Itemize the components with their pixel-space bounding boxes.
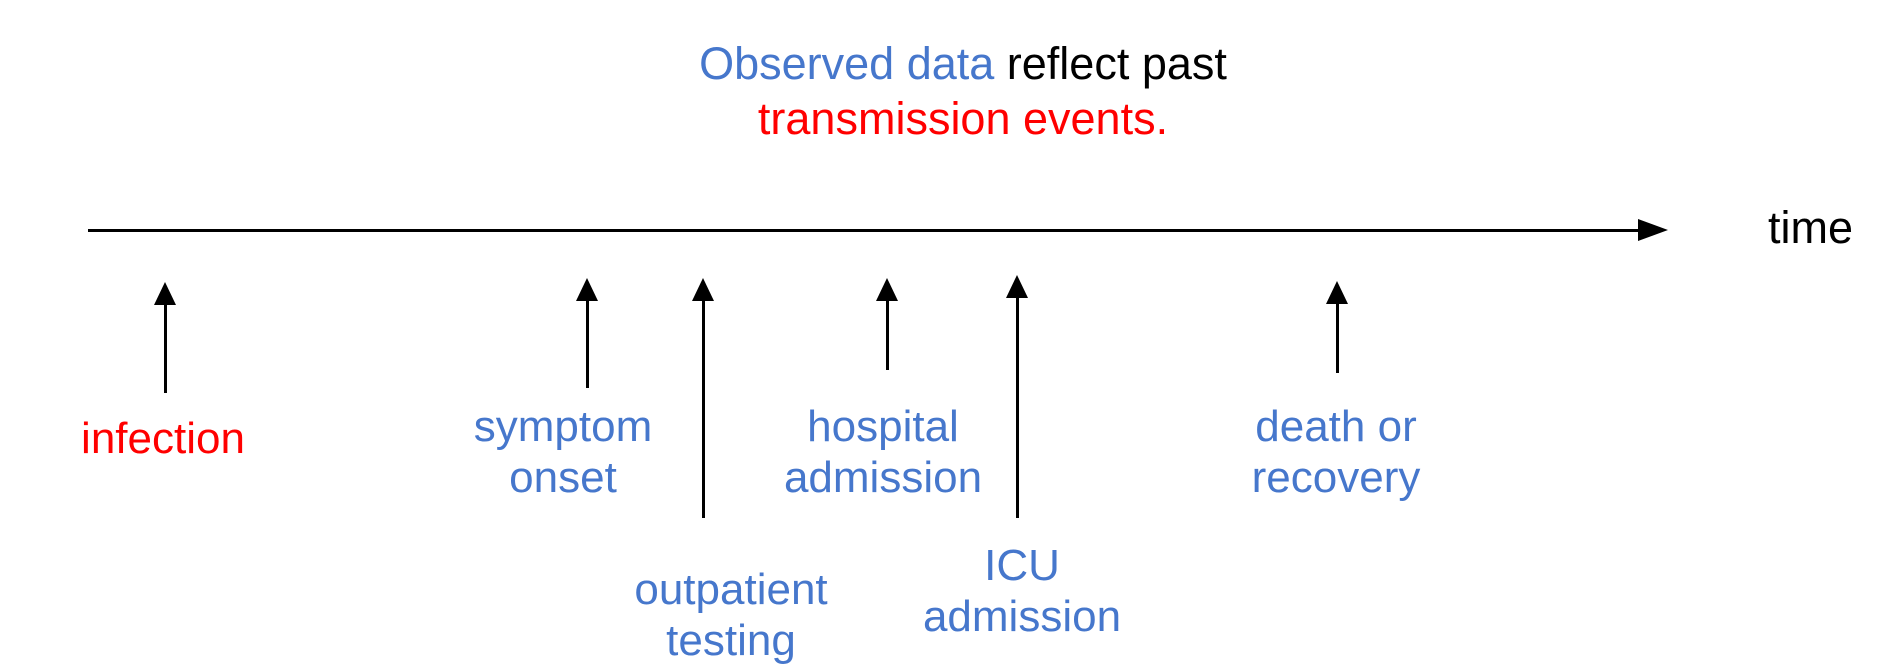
- event-arrow-stem: [585, 298, 589, 388]
- up-arrowhead-icon: [154, 282, 176, 305]
- event-label-symptom-onset: symptom onset: [473, 402, 653, 502]
- caption-observed-data: Observed data: [699, 38, 995, 89]
- time-axis-arrowhead-icon: [1638, 219, 1668, 241]
- event-arrow-stem: [701, 298, 705, 518]
- caption-line-2: transmission events.: [757, 93, 1169, 144]
- caption-reflect-past: reflect past: [994, 38, 1227, 89]
- time-axis-line: [88, 229, 1640, 232]
- up-arrowhead-icon: [692, 278, 714, 301]
- event-label-outpatient-testing: outpatient testing: [634, 565, 828, 665]
- up-arrowhead-icon: [1006, 275, 1028, 298]
- event-arrow-stem: [163, 302, 167, 393]
- event-arrow-stem: [1015, 295, 1019, 518]
- event-label-icu-admission: ICU admission: [922, 541, 1122, 641]
- event-label-infection: infection: [81, 414, 245, 463]
- up-arrowhead-icon: [876, 278, 898, 301]
- caption-line-1: Observed data reflect past: [699, 36, 1227, 91]
- time-axis-label: time: [1768, 202, 1854, 253]
- event-label-hospital-admission: hospital admission: [783, 402, 983, 502]
- caption: Observed data reflect past transmission …: [699, 36, 1227, 146]
- event-arrow-stem: [1335, 301, 1339, 373]
- up-arrowhead-icon: [576, 278, 598, 301]
- event-arrow-stem: [885, 298, 889, 370]
- up-arrowhead-icon: [1326, 281, 1348, 304]
- event-label-death-or-recovery: death or recovery: [1251, 402, 1421, 502]
